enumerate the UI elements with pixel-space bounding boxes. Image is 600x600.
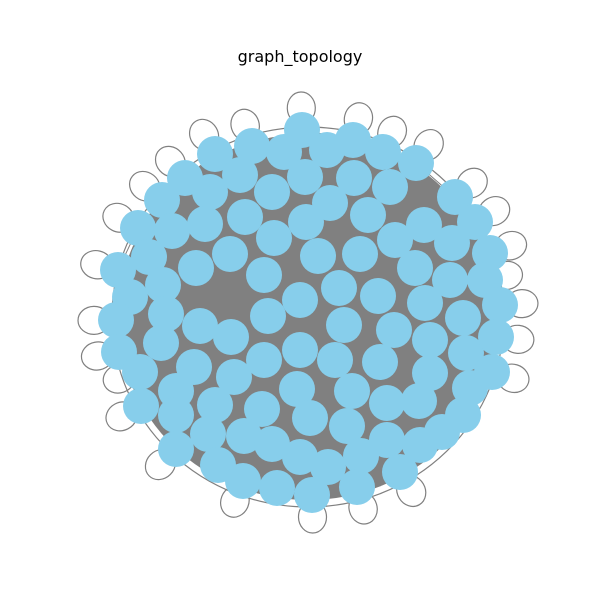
graph-node [412, 355, 448, 391]
graph-node [376, 312, 412, 348]
graph-node [182, 308, 218, 344]
graph-edge [338, 287, 464, 319]
graph-node [321, 270, 357, 306]
graph-node [122, 354, 158, 390]
figure-title: graph_topology [237, 47, 363, 66]
graph-node [317, 342, 353, 378]
graph-node [213, 319, 249, 355]
graph-node [336, 160, 372, 196]
graph-node [401, 383, 437, 419]
graph-edge [165, 313, 464, 319]
graph-node [282, 282, 318, 318]
graph-node [369, 422, 405, 458]
graph-node [212, 236, 248, 272]
graph-node [143, 325, 179, 361]
graph-node [144, 182, 180, 218]
graph-node [434, 225, 470, 261]
graph-node [254, 174, 290, 210]
graph-node [407, 285, 443, 321]
graph-node [457, 204, 493, 240]
graph-node [362, 344, 398, 380]
graph-node [98, 302, 134, 338]
graph-node [369, 385, 405, 421]
graph-node [482, 287, 518, 323]
graph-node [377, 222, 413, 258]
graph-node [343, 438, 379, 474]
graph-node [300, 238, 336, 274]
graph-node [412, 322, 448, 358]
graph-node [158, 431, 194, 467]
graph-node [244, 391, 280, 427]
graph-node [398, 145, 434, 181]
graph-node [326, 307, 362, 343]
graph-node [246, 257, 282, 293]
nodes [98, 112, 518, 513]
graph-node [424, 414, 460, 450]
graph-node [250, 298, 286, 334]
graph-node [259, 470, 295, 506]
graph-node [131, 239, 167, 275]
graph-node [100, 252, 136, 288]
graph-node [309, 132, 345, 168]
graph-node [472, 235, 508, 271]
graph-node [312, 185, 348, 221]
graph-node [227, 199, 263, 235]
graph-node [256, 220, 292, 256]
graph-node [145, 267, 181, 303]
graph-node [432, 262, 468, 298]
graph-node [445, 300, 481, 336]
graph-node [190, 416, 226, 452]
graph-node [282, 332, 318, 368]
graph-node [350, 197, 386, 233]
graph-node [437, 179, 473, 215]
graph-node [216, 359, 252, 395]
graph-node [342, 236, 378, 272]
graph-node [282, 439, 318, 475]
graph-node [448, 335, 484, 371]
graph-node [294, 477, 330, 513]
graph-node [197, 136, 233, 172]
graph-node [372, 169, 408, 205]
graph-node [334, 373, 370, 409]
graph-node [158, 397, 194, 433]
graph-node [292, 400, 328, 436]
graph-node [287, 159, 323, 195]
graph-node [360, 278, 396, 314]
graph-edge [193, 317, 464, 368]
graph-node [397, 250, 433, 286]
graph-node [478, 319, 514, 355]
graph-node [288, 204, 324, 240]
graph-node [226, 418, 262, 454]
graph-node [365, 134, 401, 170]
graph-node [329, 408, 365, 444]
graph-node [266, 134, 302, 170]
graph-node [178, 250, 214, 286]
graph-node [120, 210, 156, 246]
graph-node [148, 296, 184, 332]
graph-node [225, 463, 261, 499]
graph-node [339, 469, 375, 505]
graph-node [310, 449, 346, 485]
graph-edge [162, 284, 269, 317]
graph-node [123, 388, 159, 424]
graph-node [187, 206, 223, 242]
graph-node [406, 207, 442, 243]
graph-node [382, 454, 418, 490]
graph-node [254, 426, 290, 462]
graph-node [192, 174, 228, 210]
graph-node [197, 387, 233, 423]
graph-node [234, 128, 270, 164]
graph-node [154, 213, 190, 249]
graph-node [452, 370, 488, 406]
graph-node [279, 371, 315, 407]
graph-edge [162, 284, 301, 351]
graph-node [222, 157, 258, 193]
graph-node [246, 342, 282, 378]
